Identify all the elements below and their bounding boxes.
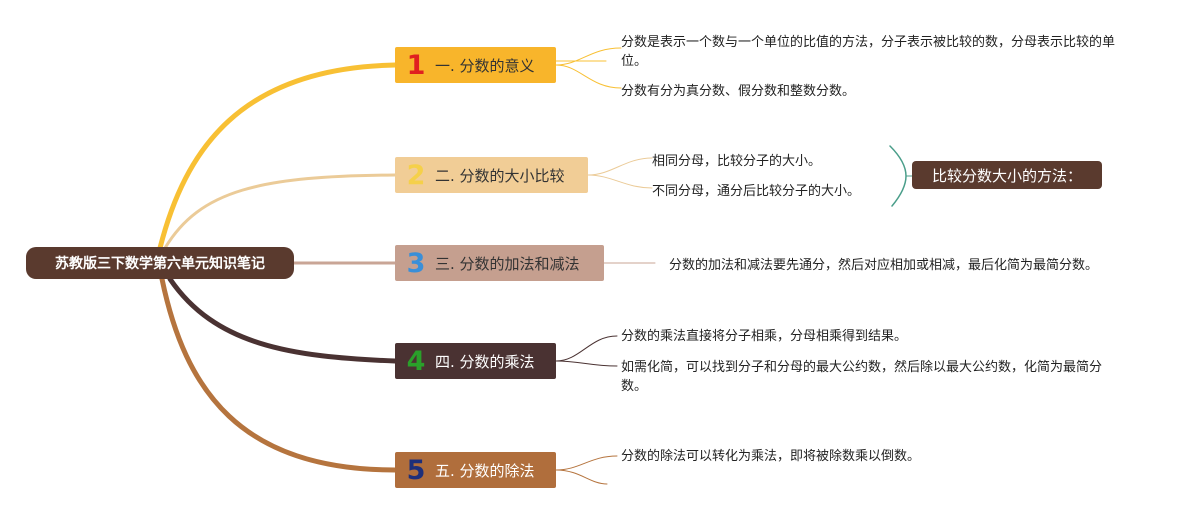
branch-multiplication[interactable]: 4 四. 分数的乘法 [395,343,556,379]
number-5-icon: 5 [406,454,426,486]
root-topic-label: 苏教版三下数学第六单元知识笔记 [55,256,265,272]
number-4-icon: 4 [406,345,426,377]
number-1-icon: 1 [406,49,426,81]
note-definition: 分数是表示一个数与一个单位的比值的方法，分子表示被比较的数，分母表示比较的单位。 [621,35,1116,69]
branch-label: 一. 分数的意义 [435,56,535,75]
summary-comparison-methods[interactable]: 比较分数大小的方法： [912,161,1102,189]
branch-label: 二. 分数的大小比较 [435,166,565,185]
connector-branch-5-note-1 [555,455,618,471]
connector-branch-4-note-1 [555,335,618,362]
branch-label: 四. 分数的乘法 [435,352,535,371]
connector-branch-5-note-2 [555,469,608,485]
connector-root-branch-1 [157,62,398,251]
connector-branch-4-note-2 [555,360,618,367]
note-fraction-types: 分数有分为真分数、假分数和整数分数。 [621,84,856,99]
connector-root-branch-5 [159,276,398,473]
branch-label: 五. 分数的除法 [435,461,535,480]
root-topic[interactable]: 苏教版三下数学第六单元知识笔记 [26,247,294,279]
summary-label: 比较分数大小的方法： [931,166,1082,185]
note-division-rule: 分数的除法可以转化为乘法，即将被除数乘以倒数。 [621,449,921,464]
note-add-subtract-rule: 分数的加法和减法要先通分，然后对应相加或相减，最后化简为最简分数。 [669,258,1099,273]
note-multiply-rule: 分数的乘法直接将分子相乘，分母相乘得到结果。 [621,329,908,344]
number-3-icon: 3 [406,247,426,279]
branch-meaning-of-fractions[interactable]: 1 一. 分数的意义 [395,47,556,83]
branch-addition-subtraction[interactable]: 3 三. 分数的加法和减法 [395,245,604,281]
brace-bracket [889,145,907,207]
connector-branch-1-note-1 [555,47,622,66]
connector-branch-1-note-2 [555,64,622,89]
connector-branch-2-note-1 [587,157,653,176]
note-different-denominator: 不同分母，通分后比较分子的大小。 [652,184,861,199]
connector-root-branch-4 [167,276,398,364]
note-simplify-rule: 如需化简，可以找到分子和分母的最大公约数，然后除以最大公约数，化简为最简分数。 [621,360,1103,394]
branch-division[interactable]: 5 五. 分数的除法 [395,452,556,488]
connector-branch-2-note-2 [587,174,653,189]
number-2-icon: 2 [406,159,426,191]
note-same-denominator: 相同分母，比较分子的大小。 [652,154,822,169]
branch-label: 三. 分数的加法和减法 [435,254,580,273]
branch-comparing-fractions[interactable]: 2 二. 分数的大小比较 [395,157,588,193]
connector-root-branch-2 [163,173,397,250]
